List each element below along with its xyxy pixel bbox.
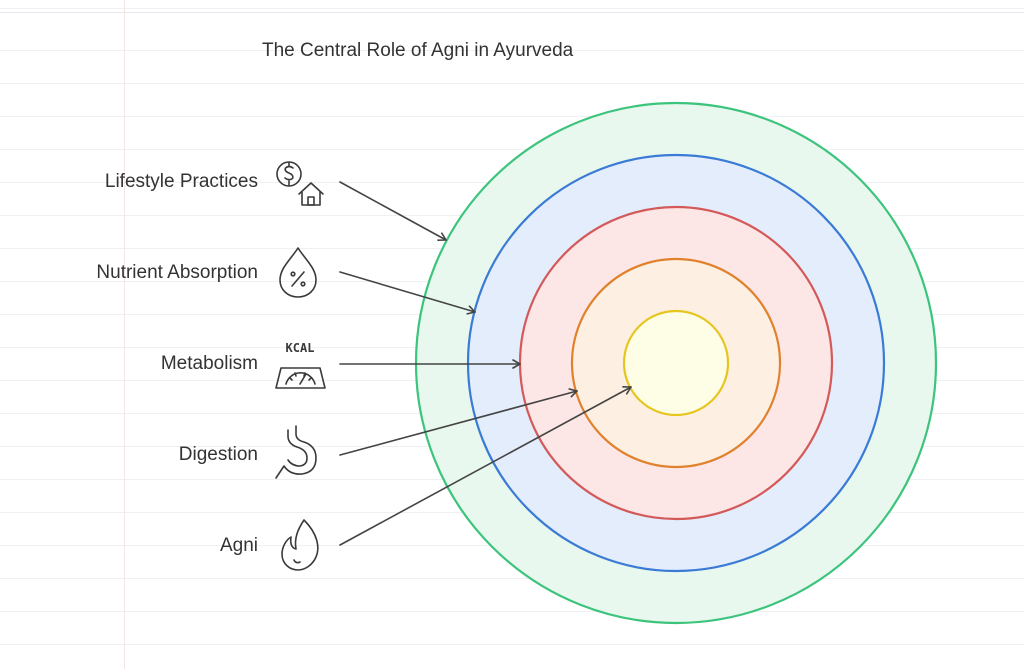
lifestyle-icon: [276, 161, 324, 206]
label-digestion: Digestion: [178, 444, 258, 465]
ring-agni: [622, 309, 730, 417]
arrow-lifestyle-practices: [339, 181, 447, 241]
diagram-title: The Central Role of Agni in Ayurveda: [262, 40, 574, 61]
margin-line: [124, 0, 125, 669]
label-lifestyle-practices: Lifestyle Practices: [104, 171, 258, 192]
arrow-agni: [339, 386, 632, 546]
label-agni: Agni: [219, 535, 258, 556]
stomach-icon: [275, 425, 317, 479]
nutrient-drop-icon: [279, 247, 317, 298]
label-nutrient-absorption: Nutrient Absorption: [96, 262, 258, 283]
arrow-nutrient-absorption: [339, 271, 476, 315]
arrow-digestion: [339, 388, 578, 456]
label-metabolism: Metabolism: [160, 353, 258, 374]
top-rule: [0, 12, 1024, 13]
kcal-scale-icon: [275, 367, 326, 389]
kcal-icon-text: KCAL: [286, 341, 315, 355]
flame-icon: [281, 519, 319, 571]
